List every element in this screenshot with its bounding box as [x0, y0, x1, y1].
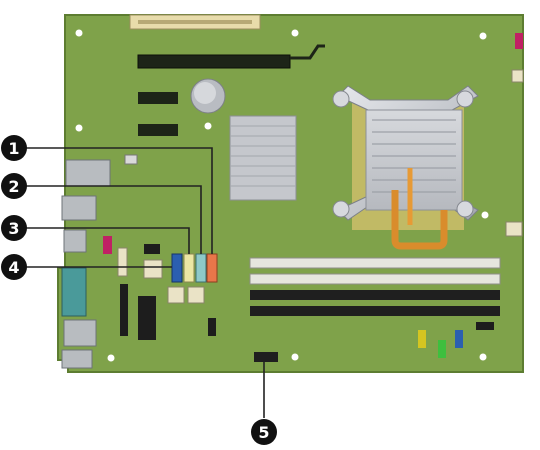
callout-5: 5 — [251, 419, 277, 445]
callout-2-label: 2 — [8, 177, 19, 196]
callout-4-label: 4 — [8, 258, 19, 277]
rear-io-ports — [61, 159, 111, 369]
callout-leader-lines — [26, 147, 265, 418]
callout-2: 2 — [1, 173, 27, 199]
misc-headers — [103, 33, 524, 358]
callout-5-label: 5 — [258, 423, 269, 442]
chipset-heatsink — [229, 115, 297, 201]
pci-express-x16-slot — [137, 44, 325, 69]
callout-3: 3 — [1, 215, 27, 241]
callout-1-label: 1 — [8, 139, 19, 158]
mounting-holes — [75, 29, 489, 362]
connector-4 — [171, 253, 183, 283]
cpu-cooler — [332, 85, 479, 250]
pci-slot-top — [129, 14, 261, 30]
connector-2 — [195, 253, 207, 283]
connector-1 — [206, 253, 218, 283]
callout-4: 4 — [1, 254, 27, 280]
cmos-battery — [190, 78, 226, 114]
callout-3-label: 3 — [8, 219, 19, 238]
pci-express-x1-slots — [138, 92, 178, 136]
connector-3 — [183, 253, 195, 283]
memory-slots — [249, 257, 501, 316]
front-panel-header — [254, 352, 278, 362]
audio-connectors — [171, 253, 218, 283]
callout-1: 1 — [1, 135, 27, 161]
